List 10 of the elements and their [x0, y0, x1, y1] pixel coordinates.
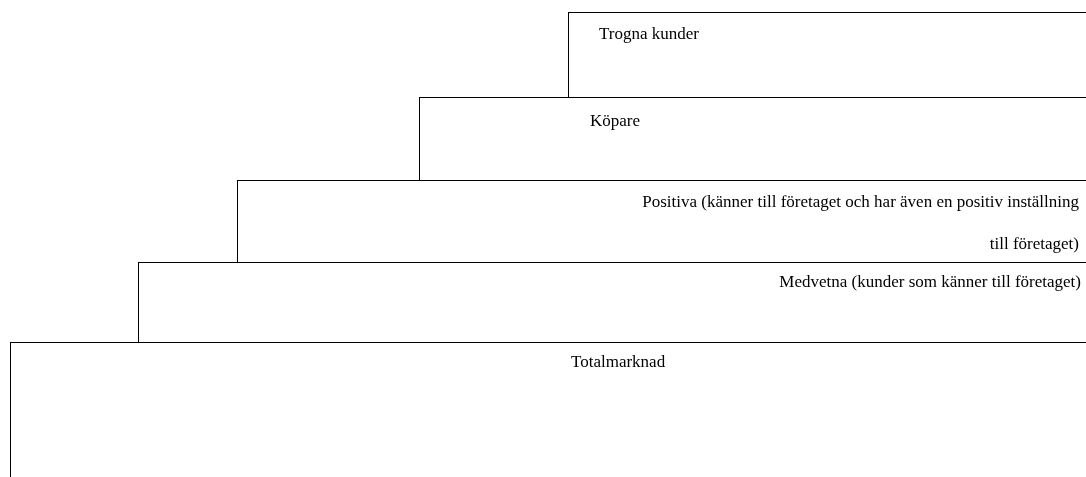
step-label: Medvetna (kunder som känner till företaget) [778, 271, 1081, 293]
step-box [419, 97, 1086, 180]
step-box [10, 342, 1086, 477]
step-label: Totalmarknad [571, 351, 667, 373]
step-box [568, 12, 1086, 97]
step-label: Trogna kunder [599, 23, 700, 45]
step-box [138, 262, 1086, 342]
step-label: Köpare [590, 110, 642, 132]
step-box [237, 180, 1086, 262]
step-label: Positiva (känner till företaget och har även en positiv inställning till företaget) [641, 191, 1079, 255]
